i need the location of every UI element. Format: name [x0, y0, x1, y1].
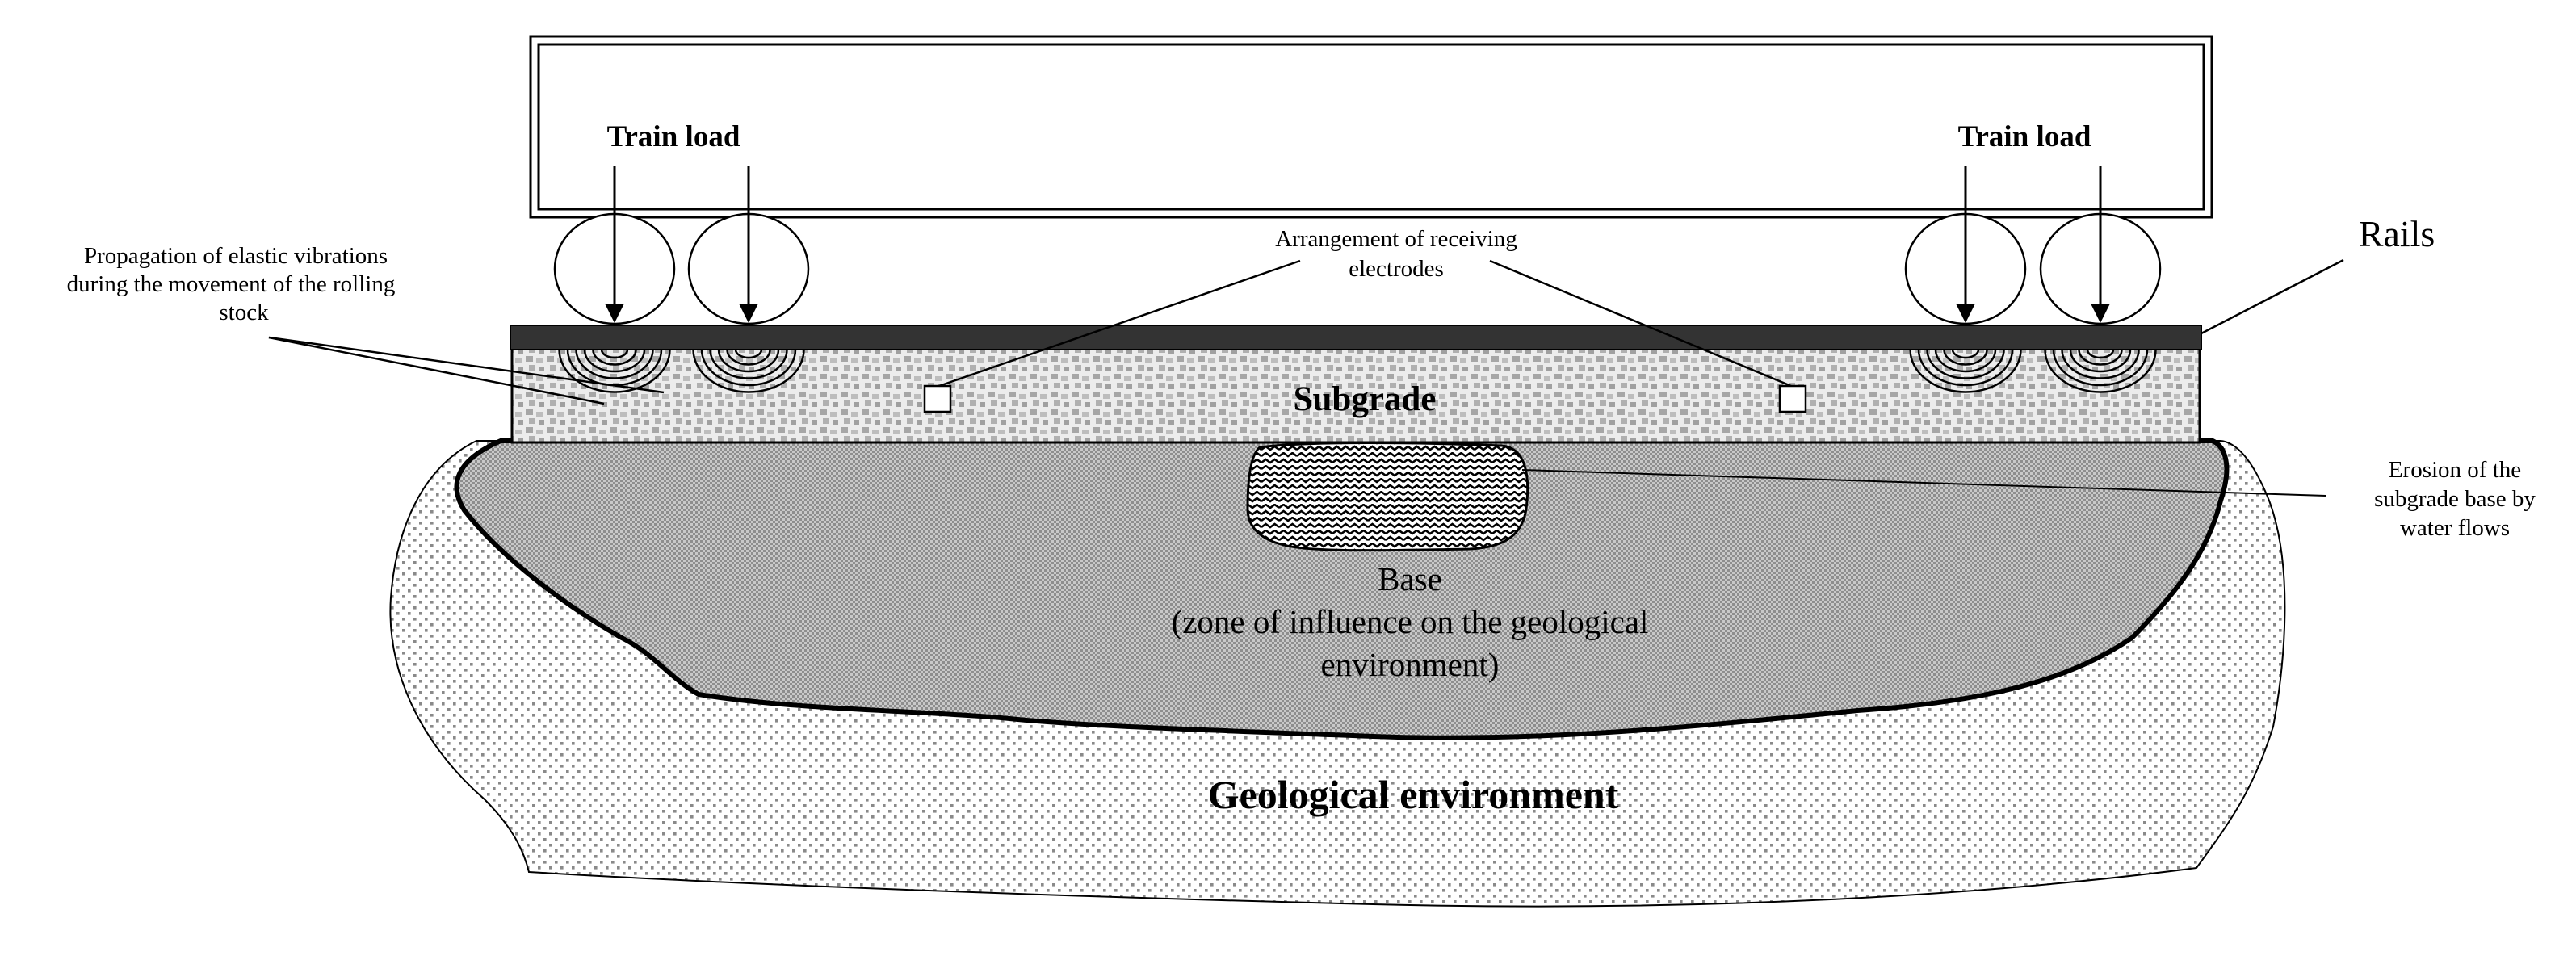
vibration-arc [1917, 349, 2014, 387]
vibration-arc [1926, 349, 2005, 379]
vibration-leader-line [268, 336, 665, 394]
receiving-electrode [1778, 384, 1807, 413]
vibration-arc [734, 349, 763, 359]
vibration-arc [1934, 349, 1997, 373]
vibration-arc [692, 349, 805, 393]
base-label-line3: environment) [1321, 646, 1500, 683]
electrode-leader-line [938, 259, 1301, 388]
erosion-label-line3: water flows [2400, 515, 2510, 541]
vibration-arc [1943, 349, 1988, 366]
rails-leader-line [2201, 258, 2344, 335]
vibration-arc [717, 349, 780, 373]
vibrations-label-line2: during the movement of the rolling [67, 271, 396, 297]
vibration-arc [600, 349, 629, 359]
vibration-arc [583, 349, 646, 373]
vibration-arc [592, 349, 637, 366]
base-label-line1: Base [1378, 560, 1442, 597]
vibration-arc [558, 349, 671, 393]
rail [510, 325, 2202, 350]
vibration-arc [2086, 349, 2115, 359]
car-body-outer [529, 35, 2213, 219]
base-label-line2: (zone of influence on the geological [1172, 603, 1649, 640]
subgrade-layer [510, 346, 2201, 444]
train-load-label-right: Train load [1958, 120, 2091, 153]
vibration-arc [1951, 349, 1980, 359]
erosion-zone [1246, 442, 1529, 552]
electrode-leader-line [1489, 259, 1792, 388]
vibrations-label-line3: stock [219, 300, 269, 325]
vibration-waves [558, 349, 2157, 393]
vibrations-label-line1: Propagation of elastic vibrations [84, 243, 388, 269]
vibration-arc [2069, 349, 2132, 373]
base-zone-region [454, 438, 2230, 740]
vibration-arc [2078, 349, 2123, 366]
geological-environment-label: Geological environment [1208, 772, 1619, 817]
erosion-label-line1: Erosion of the [2389, 457, 2521, 483]
vibration-arc [700, 349, 797, 387]
vibration-arc [2044, 349, 2157, 393]
vibration-arc [726, 349, 771, 366]
rails-label: Rails [2359, 213, 2435, 254]
car-body-inner [537, 43, 2205, 211]
erosion-leader-line [1521, 469, 2326, 497]
vibration-arc [575, 349, 654, 379]
erosion-label-line2: subgrade base by [2374, 486, 2536, 512]
electrodes-label-line1: Arrangement of receiving [1275, 226, 1517, 252]
vibration-arc [1909, 349, 2022, 393]
vibration-leader-line [268, 336, 605, 405]
subgrade-label: Subgrade [1294, 380, 1437, 418]
vibration-arc [2052, 349, 2149, 387]
vibration-arc [2061, 349, 2140, 379]
train-load-label-left: Train load [607, 120, 740, 153]
receiving-electrode [923, 384, 952, 413]
vibration-arc [709, 349, 788, 379]
electrodes-label-line2: electrodes [1349, 256, 1444, 282]
